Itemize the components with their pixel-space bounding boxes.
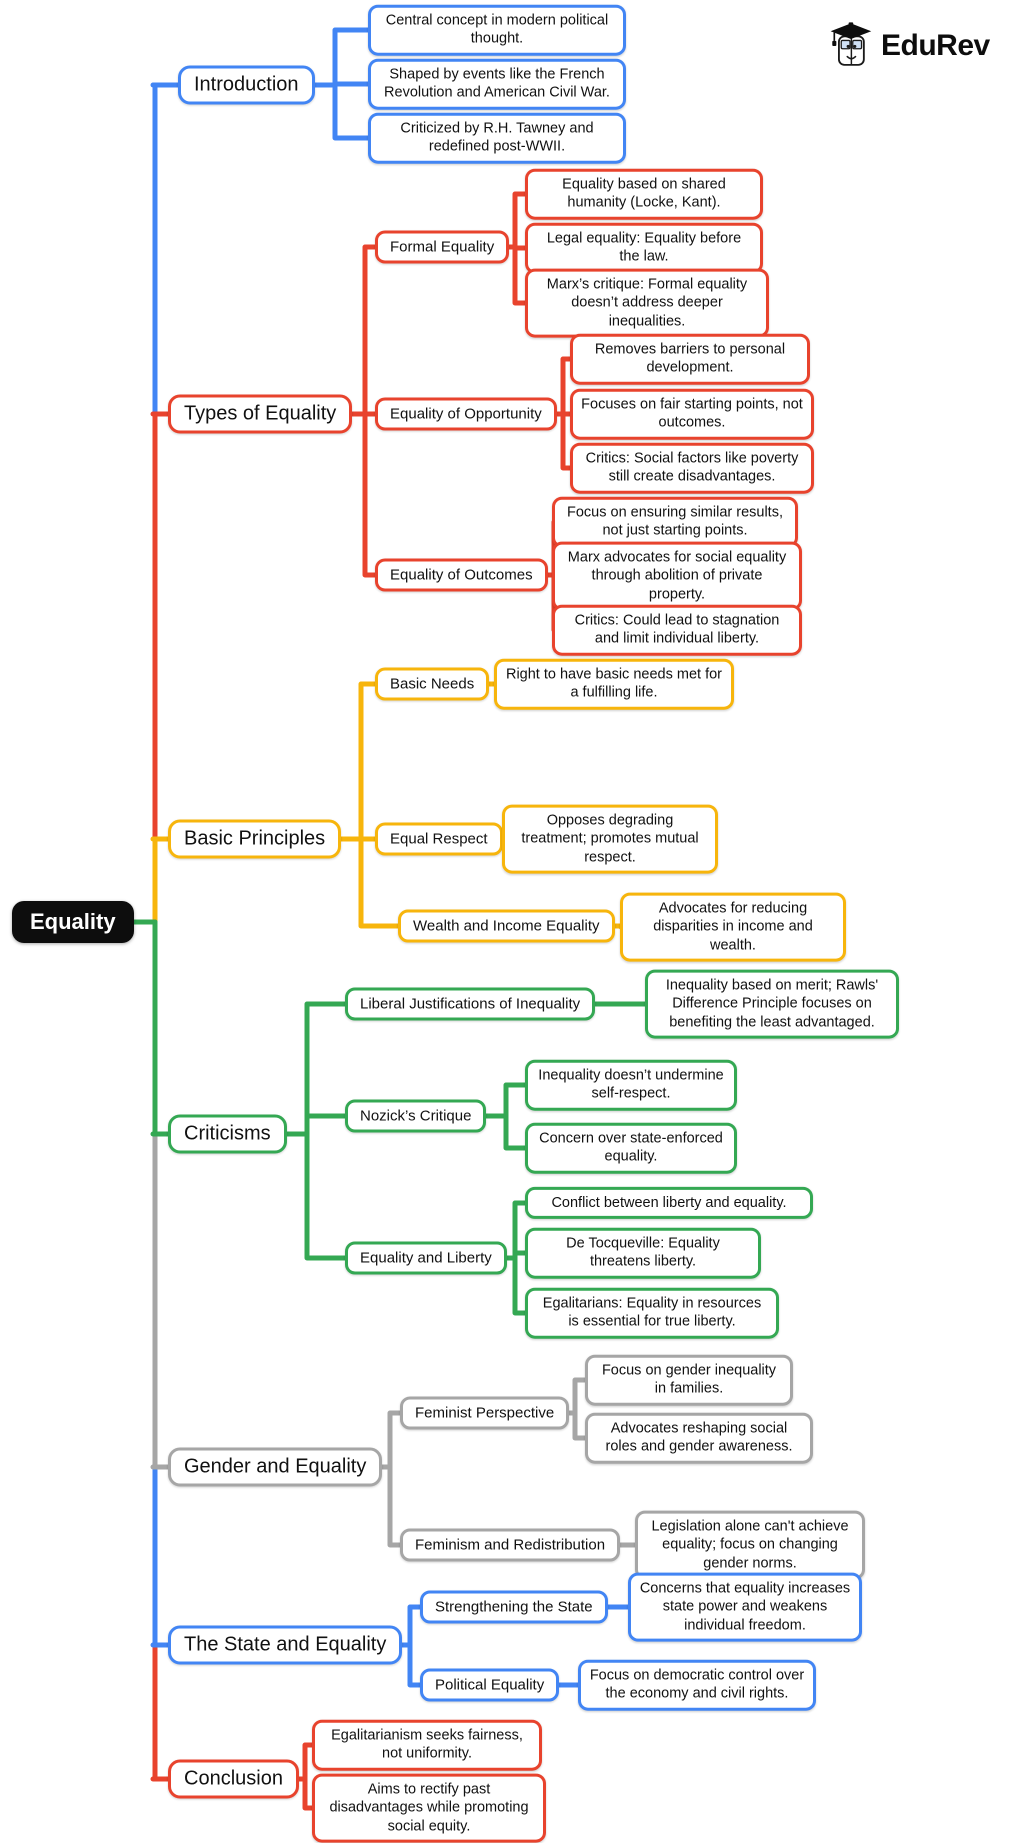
node-marx-advocates-for-social-equality-through: Marx advocates for social equality throu… <box>552 541 802 611</box>
node-criticisms: Criticisms <box>168 1114 287 1154</box>
node-critics-social-factors-like-poverty-still-: Critics: Social factors like poverty sti… <box>570 442 814 494</box>
edurev-logo: EduRev <box>826 22 990 69</box>
node-concerns-that-equality-increases-state-pow: Concerns that equality increases state p… <box>628 1572 862 1642</box>
node-equality-of-outcomes: Equality of Outcomes <box>375 558 548 592</box>
node-introduction: Introduction <box>178 65 315 105</box>
node-opposes-degrading-treatment-promotes-mutua: Opposes degrading treatment; promotes mu… <box>502 804 718 874</box>
node-focus-on-democratic-control-over-the-econo: Focus on democratic control over the eco… <box>578 1659 816 1711</box>
node-equality-and-liberty: Equality and Liberty <box>345 1241 507 1275</box>
node-basic-needs: Basic Needs <box>375 667 490 701</box>
node-wealth-and-income-equality: Wealth and Income Equality <box>398 909 615 943</box>
node-equality-based-on-shared-humanity-locke-ka: Equality based on shared humanity (Locke… <box>525 168 763 220</box>
node-shaped-by-events-like-the-french-revolutio: Shaped by events like the French Revolut… <box>368 58 626 110</box>
node-feminist-perspective: Feminist Perspective <box>400 1396 570 1430</box>
node-focus-on-ensuring-similar-results-not-just: Focus on ensuring similar results, not j… <box>552 496 798 548</box>
node-the-state-and-equality: The State and Equality <box>168 1625 403 1665</box>
node-liberal-justifications-of-inequality: Liberal Justifications of Inequality <box>345 987 596 1021</box>
node-aims-to-rectify-past-disadvantages-while-p: Aims to rectify past disadvantages while… <box>312 1773 546 1843</box>
node-egalitarians-equality-in-resources-is-esse: Egalitarians: Equality in resources is e… <box>525 1287 779 1339</box>
node-strengthening-the-state: Strengthening the State <box>420 1590 608 1624</box>
edurev-brand-text: EduRev <box>881 28 990 62</box>
node-de-tocqueville-equality-threatens-liberty: De Tocqueville: Equality threatens liber… <box>525 1227 761 1279</box>
node-marx-s-critique-formal-equality-doesn-t-ad: Marx’s critique: Formal equality doesn’t… <box>525 268 769 338</box>
node-focus-on-gender-inequality-in-families: Focus on gender inequality in families. <box>585 1354 793 1406</box>
node-focuses-on-fair-starting-points-not-outcom: Focuses on fair starting points, not out… <box>570 388 814 440</box>
node-inequality-based-on-merit-rawls-difference: Inequality based on merit; Rawls' Differ… <box>645 969 899 1039</box>
node-egalitarianism-seeks-fairness-not-uniformi: Egalitarianism seeks fairness, not unifo… <box>312 1719 542 1771</box>
node-advocates-for-reducing-disparities-in-inco: Advocates for reducing disparities in in… <box>620 892 846 962</box>
node-types-of-equality: Types of Equality <box>168 394 353 434</box>
node-removes-barriers-to-personal-development: Removes barriers to personal development… <box>570 333 810 385</box>
node-criticized-by-r-h-tawney-and-redefined-pos: Criticized by R.H. Tawney and redefined … <box>368 112 626 164</box>
node-central-concept-in-modern-political-though: Central concept in modern political thou… <box>368 4 626 56</box>
node-advocates-reshaping-social-roles-and-gende: Advocates reshaping social roles and gen… <box>585 1412 813 1464</box>
node-gender-and-equality: Gender and Equality <box>168 1447 383 1487</box>
edurev-mascot-icon <box>830 22 872 66</box>
node-legislation-alone-can-t-achieve-equality-f: Legislation alone can't achieve equality… <box>635 1510 865 1580</box>
node-basic-principles: Basic Principles <box>168 819 342 859</box>
node-equality-root: Equality <box>12 901 134 943</box>
node-political-equality: Political Equality <box>420 1668 560 1702</box>
node-equal-respect: Equal Respect <box>375 822 503 856</box>
node-formal-equality: Formal Equality <box>375 230 510 264</box>
node-critics-could-lead-to-stagnation-and-limit: Critics: Could lead to stagnation and li… <box>552 604 802 656</box>
node-nozicks-critique: Nozick’s Critique <box>345 1099 487 1133</box>
node-equality-of-opportunity: Equality of Opportunity <box>375 397 557 431</box>
node-legal-equality-equality-before-the-law: Legal equality: Equality before the law. <box>525 222 763 274</box>
node-right-to-have-basic-needs-met-for-a-fulfil: Right to have basic needs met for a fulf… <box>494 658 734 710</box>
node-conflict-between-liberty-and-equality: Conflict between liberty and equality. <box>525 1186 813 1220</box>
node-concern-over-state-enforced-equality: Concern over state-enforced equality. <box>525 1122 737 1174</box>
node-inequality-doesn-t-undermine-self-respect: Inequality doesn’t undermine self-respec… <box>525 1059 737 1111</box>
node-feminism-and-redistribution: Feminism and Redistribution <box>400 1528 621 1562</box>
node-conclusion: Conclusion <box>168 1759 299 1799</box>
